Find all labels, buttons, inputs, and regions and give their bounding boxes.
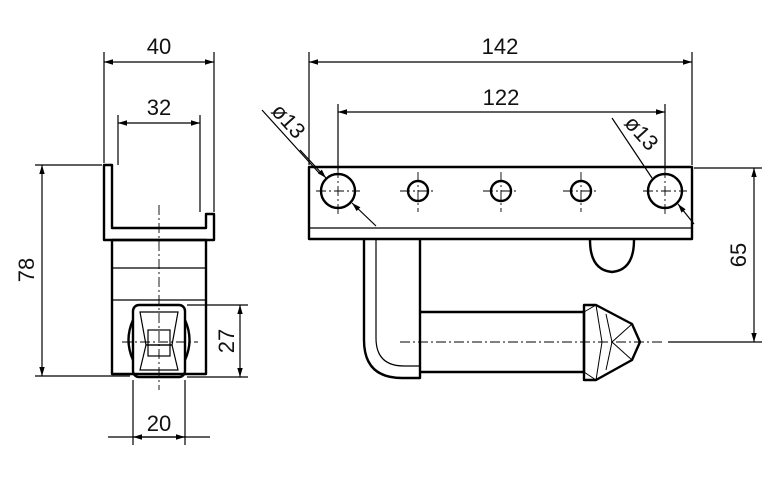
dim-text-65: 65 <box>726 243 751 267</box>
dim-text-32: 32 <box>147 95 171 120</box>
front-arm-inner <box>375 240 420 367</box>
dim-text-142: 142 <box>482 34 519 59</box>
front-plate <box>307 165 694 241</box>
dim-text-dia-left: ø13 <box>267 99 311 144</box>
leader-dia-left-arrow <box>351 202 377 227</box>
dim-text-122: 122 <box>483 85 520 110</box>
side-view <box>102 163 216 390</box>
front-dimensions: 142 122 ø13 ø13 65 <box>261 34 762 343</box>
front-arm-outer <box>362 240 422 380</box>
front-hole-centerlines <box>316 168 687 215</box>
leader-dia-left <box>261 109 321 175</box>
dim-text-dia-right: ø13 <box>620 111 664 156</box>
side-pin-bevel-bottom <box>139 344 179 371</box>
dim-text-40: 40 <box>147 34 171 59</box>
front-pin-tip-facets <box>583 304 633 381</box>
front-view <box>307 165 694 382</box>
side-pin-lug-right <box>183 319 191 361</box>
dim-text-27: 27 <box>214 329 239 353</box>
front-pin-tip <box>582 303 642 382</box>
side-pin-lug-left <box>127 319 135 361</box>
dim-text-20: 20 <box>147 411 171 436</box>
leader-dia-right-arrow <box>677 203 695 225</box>
front-lug <box>588 239 636 274</box>
leader-dia-right <box>611 117 653 179</box>
dim-text-78: 78 <box>14 258 39 282</box>
side-dimensions: 40 32 78 27 20 <box>14 34 248 445</box>
leader-dia-left-arrow-2 <box>299 149 327 179</box>
